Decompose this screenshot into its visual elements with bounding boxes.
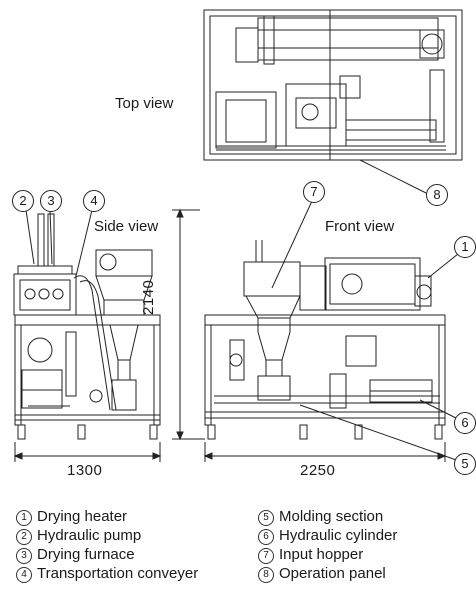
callout-8: 8 — [426, 184, 448, 206]
front-view-label: Front view — [325, 218, 395, 235]
top-view-drawing — [203, 9, 463, 161]
side-view-drawing — [13, 213, 161, 440]
side-width-dimension: 1300 — [67, 462, 103, 479]
callout-1: 1 — [454, 236, 476, 258]
front-width-dimension: 2250 — [300, 462, 336, 479]
machine-drawing — [13, 9, 463, 463]
callout-2: 2 — [12, 190, 34, 212]
callout-4: 4 — [83, 190, 105, 212]
front-view-drawing — [204, 240, 446, 440]
side-view-label: Side view — [94, 218, 159, 235]
dimension-lines — [13, 208, 447, 462]
callout-3: 3 — [40, 190, 62, 212]
callout-7: 7 — [303, 181, 325, 203]
callout-6: 6 — [454, 412, 476, 434]
leader-lines — [25, 159, 463, 463]
height-dimension: 2140 — [140, 279, 157, 315]
callout-5: 5 — [454, 453, 476, 475]
top-view-label: Top view — [115, 95, 174, 112]
